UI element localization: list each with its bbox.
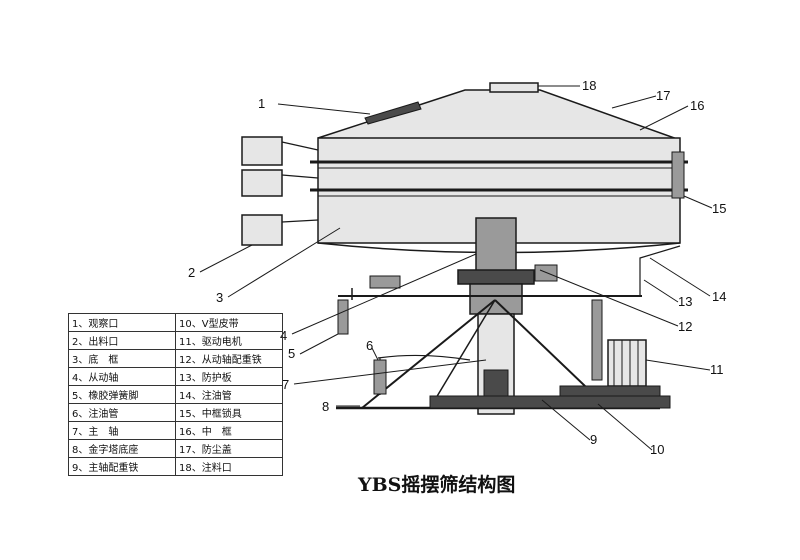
callout-17: 17 <box>656 88 670 103</box>
legend-row: 2、出料口 11、驱动电机 <box>68 331 283 350</box>
legend-cell: 1、观察口 <box>68 313 176 332</box>
callout-2: 2 <box>188 265 195 280</box>
legend-cell: 16、中 框 <box>175 421 283 440</box>
leader-lines <box>199 85 713 451</box>
legend-cell: 9、主轴配重铁 <box>68 457 176 476</box>
legend-cell: 15、中框锁具 <box>175 403 283 422</box>
legend-row: 6、注油管 15、中框锁具 <box>68 403 283 422</box>
drive-motor <box>607 339 647 387</box>
legend-cell: 14、注油管 <box>175 385 283 404</box>
legend-cell: 13、防护板 <box>175 367 283 386</box>
callout-10: 10 <box>650 442 664 457</box>
callout-5: 5 <box>288 346 295 361</box>
legend-cell: 6、注油管 <box>68 403 176 422</box>
callout-3: 3 <box>216 290 223 305</box>
callout-16: 16 <box>690 98 704 113</box>
legend-cell: 17、防尘盖 <box>175 439 283 458</box>
legend-row: 4、从动轴 13、防护板 <box>68 367 283 386</box>
callout-9: 9 <box>590 432 597 447</box>
callout-8: 8 <box>322 399 329 414</box>
legend-row: 3、底 框 12、从动轴配重铁 <box>68 349 283 368</box>
legend-cell: 7、主 轴 <box>68 421 176 440</box>
legend-row: 7、主 轴 16、中 框 <box>68 421 283 440</box>
main-shaft <box>457 217 535 415</box>
legend-row: 1、观察口 10、V型皮带 <box>68 313 283 332</box>
callout-7: 7 <box>282 377 289 392</box>
legend-cell: 10、V型皮带 <box>175 313 283 332</box>
callout-4: 4 <box>280 328 287 343</box>
legend-cell: 18、注料口 <box>175 457 283 476</box>
legend-cell: 4、从动轴 <box>68 367 176 386</box>
legend-row: 9、主轴配重铁 18、注料口 <box>68 457 283 476</box>
legend-row: 5、橡胶弹簧脚 14、注油管 <box>68 385 283 404</box>
legend-cell: 8、金字塔底座 <box>68 439 176 458</box>
dust-cover <box>317 82 681 141</box>
callout-14: 14 <box>712 289 726 304</box>
legend-cell: 12、从动轴配重铁 <box>175 349 283 368</box>
legend-cell: 11、驱动电机 <box>175 331 283 350</box>
legend-cell: 2、出料口 <box>68 331 176 350</box>
parts-legend-table: 1、观察口 10、V型皮带 2、出料口 11、驱动电机 3、底 框 12、从动轴… <box>68 313 283 476</box>
legend-row: 8、金字塔底座 17、防尘盖 <box>68 439 283 458</box>
middle-frame <box>310 137 688 244</box>
callout-1: 1 <box>258 96 265 111</box>
diagram-title: YBS摇摆筛结构图 <box>358 474 516 496</box>
callout-12: 12 <box>678 319 692 334</box>
callout-11: 11 <box>710 362 724 377</box>
legend-cell: 3、底 框 <box>68 349 176 368</box>
discharge-outlets <box>241 136 319 246</box>
callout-6: 6 <box>366 338 373 353</box>
callout-13: 13 <box>678 294 692 309</box>
legend-cell: 5、橡胶弹簧脚 <box>68 385 176 404</box>
callout-15: 15 <box>712 201 726 216</box>
callout-18: 18 <box>582 78 596 93</box>
